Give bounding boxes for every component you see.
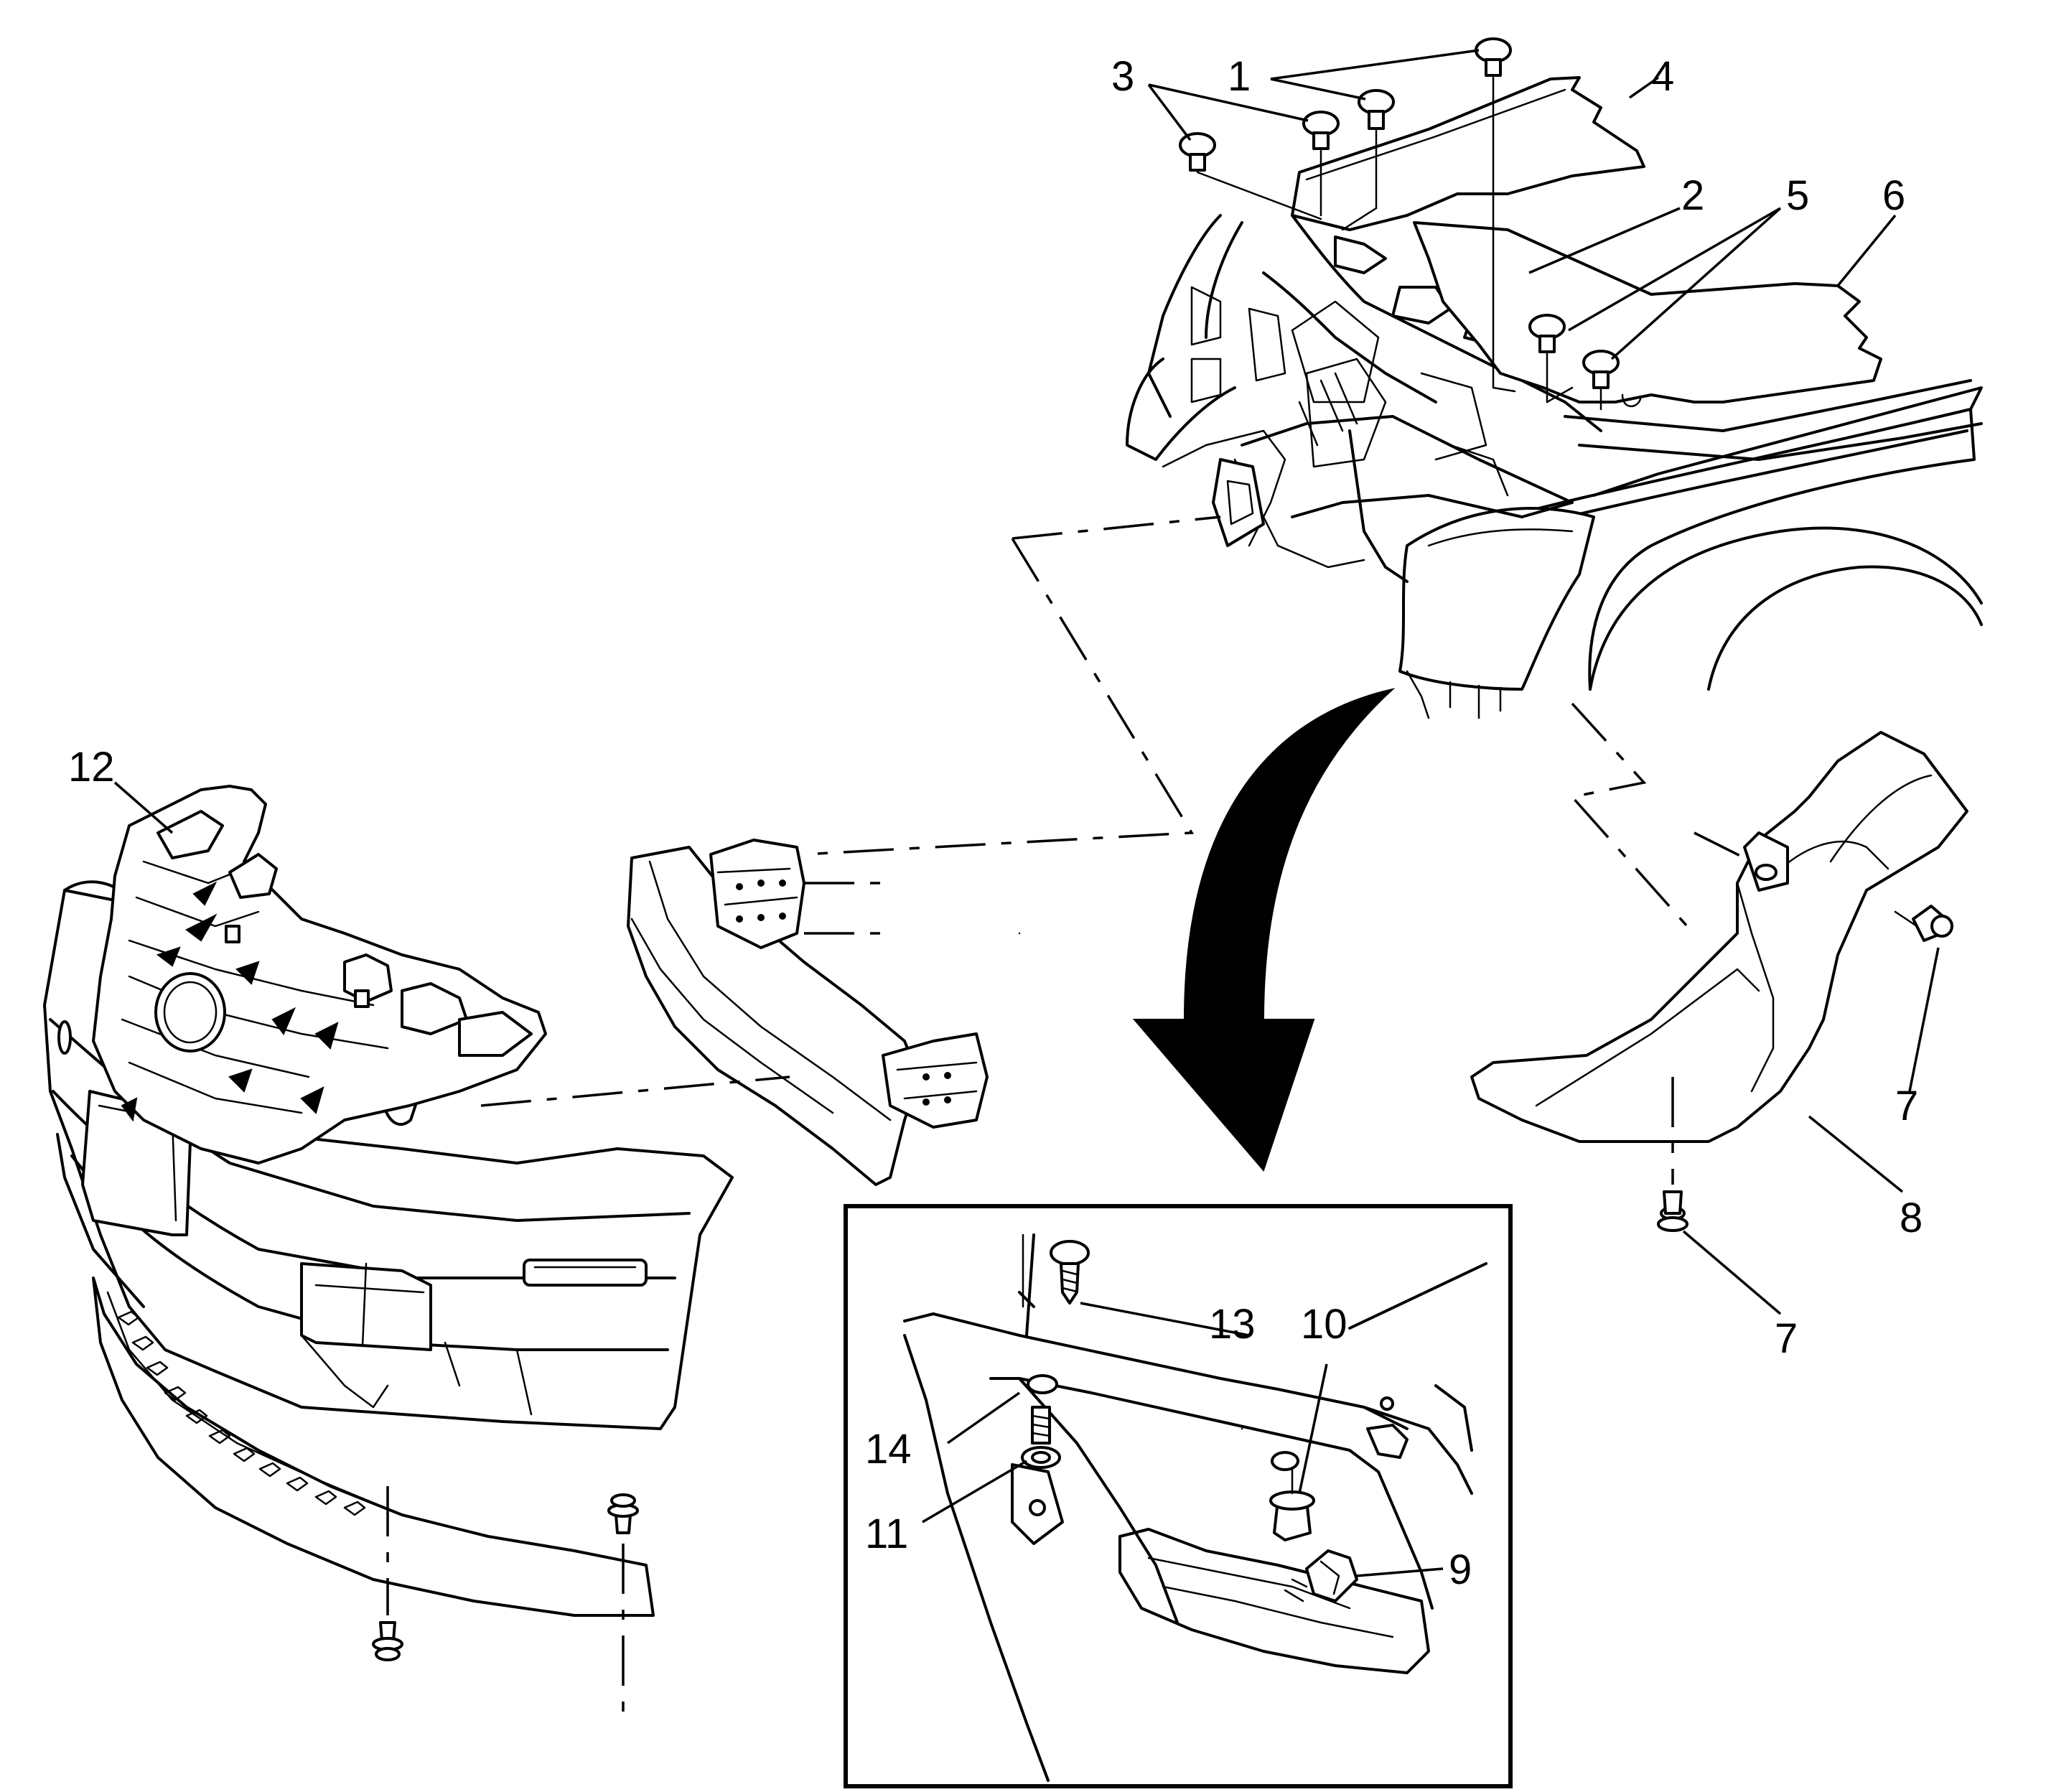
- detail-view-arrow: [1132, 688, 1396, 1172]
- callout-12: 12: [68, 744, 115, 790]
- callout-7-upper: 7: [1895, 1083, 1919, 1129]
- callout-11: 11: [865, 1511, 909, 1557]
- callout-8: 8: [1900, 1195, 1923, 1241]
- callout-3: 3: [1111, 53, 1135, 100]
- callout-7-lower: 7: [1775, 1315, 1798, 1362]
- impact-bar: [627, 839, 989, 1186]
- push-pin-fasteners-top: [1179, 37, 1620, 411]
- callout-5: 5: [1786, 172, 1810, 219]
- callout-4: 4: [1651, 53, 1675, 100]
- callout-10: 10: [1301, 1301, 1347, 1348]
- callout-9: 9: [1449, 1546, 1472, 1593]
- callout-2: 2: [1681, 172, 1705, 219]
- grille: [92, 785, 547, 1165]
- alignment-lines: [386, 515, 1752, 1723]
- detail-inset: [844, 932, 1513, 1788]
- upper-close-out-panel: [1291, 76, 1645, 231]
- close-out-panel-right: [1413, 221, 1882, 407]
- callout-6: 6: [1882, 172, 1906, 219]
- callout-1: 1: [1228, 53, 1251, 100]
- front-air-deflector: [92, 1277, 655, 1661]
- callout-13: 13: [1209, 1301, 1256, 1348]
- wheelhouse-liner-push-pins: [1657, 905, 1953, 1232]
- callout-14: 14: [865, 1426, 912, 1473]
- front-wheelhouse-liner: [1470, 731, 1968, 1143]
- callout-leaders: [113, 49, 1940, 1577]
